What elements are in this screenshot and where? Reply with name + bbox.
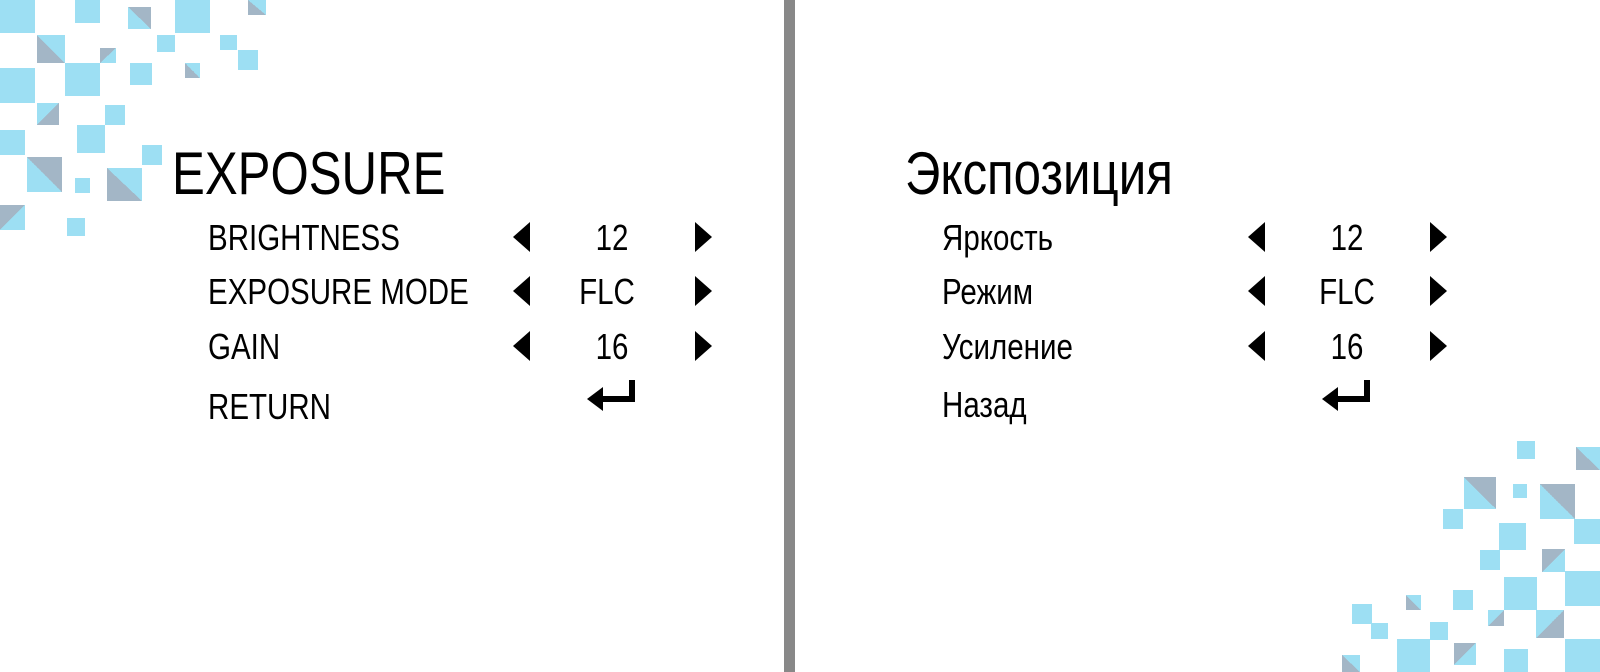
arrow-right-icon[interactable] <box>695 276 712 306</box>
decor-square <box>1513 484 1527 498</box>
arrow-right-icon[interactable] <box>1430 222 1447 252</box>
decor-square <box>1517 441 1535 459</box>
decor-square <box>1454 643 1476 665</box>
panel-divider <box>784 0 795 672</box>
menu-item-value: FLC <box>579 271 635 312</box>
decor-square <box>1453 590 1473 610</box>
menu-item-value: 12 <box>1330 217 1364 258</box>
arrow-left-icon[interactable] <box>1248 222 1265 252</box>
arrow-right-icon[interactable] <box>1430 276 1447 306</box>
menu-item-value: 16 <box>595 326 629 367</box>
arrow-right-icon[interactable] <box>695 331 712 361</box>
decor-square <box>27 157 62 192</box>
decor-square <box>0 130 25 155</box>
decor-square <box>1430 622 1448 640</box>
decor-square <box>1406 595 1421 610</box>
menu-item-label: Усиление <box>942 326 1073 367</box>
decor-square <box>75 0 100 23</box>
arrow-right-icon[interactable] <box>1430 331 1447 361</box>
arrow-left-icon[interactable] <box>1248 331 1265 361</box>
return-enter-icon[interactable] <box>1322 378 1372 414</box>
menu-item-value: FLC <box>1319 271 1375 312</box>
arrow-left-icon[interactable] <box>1248 276 1265 306</box>
decor-square <box>1504 577 1537 610</box>
menu-item-label: Яркость <box>942 217 1054 258</box>
arrow-right-icon[interactable] <box>695 222 712 252</box>
decor-square <box>37 103 59 125</box>
decor-square <box>142 145 162 165</box>
menu-item-label: RETURN <box>208 386 331 427</box>
arrow-left-icon[interactable] <box>513 331 530 361</box>
decor-square <box>1574 519 1600 544</box>
decor-square <box>1464 477 1496 509</box>
decor-square <box>37 35 65 63</box>
decor-square <box>77 125 105 153</box>
decor-square <box>65 63 100 96</box>
decor-square <box>1443 509 1463 529</box>
decor-square <box>248 0 266 15</box>
decor-square <box>1488 610 1504 626</box>
decor-square <box>1342 655 1360 672</box>
decor-square <box>1499 523 1526 550</box>
decor-square <box>1480 550 1500 570</box>
menu-item-label: Назад <box>942 384 1027 425</box>
decor-square <box>175 0 210 33</box>
decor-square <box>1504 649 1528 672</box>
decor-square <box>1540 484 1575 519</box>
decor-square <box>130 63 152 85</box>
decor-square <box>100 48 116 63</box>
decor-square <box>220 35 237 50</box>
decor-square <box>105 105 125 125</box>
decor-square <box>1542 549 1565 572</box>
decor-square <box>1576 447 1600 470</box>
menu-item-label: BRIGHTNESS <box>208 217 400 258</box>
decor-square <box>1371 623 1388 639</box>
decor-square <box>1536 610 1564 638</box>
decor-square <box>1565 571 1600 606</box>
decor-square <box>157 35 175 52</box>
decor-square <box>107 168 142 201</box>
decor-square <box>1565 639 1600 672</box>
decor-square <box>0 68 35 103</box>
decor-square <box>238 50 258 70</box>
decor-square <box>67 218 85 236</box>
arrow-left-icon[interactable] <box>513 276 530 306</box>
menu-item-label: EXPOSURE MODE <box>208 271 469 312</box>
decor-square <box>128 7 151 29</box>
decor-square <box>0 205 25 230</box>
decor-square <box>1397 639 1430 672</box>
decor-square <box>185 63 200 78</box>
menu-title: EXPOSURE <box>172 140 446 207</box>
menu-item-label: Режим <box>942 271 1034 312</box>
decor-square <box>75 178 90 193</box>
decor-square <box>0 0 35 33</box>
return-enter-icon[interactable] <box>587 378 637 414</box>
menu-title: Экспозиция <box>905 140 1173 207</box>
decor-square <box>1352 604 1372 624</box>
menu-item-label: GAIN <box>208 326 281 367</box>
menu-item-value: 12 <box>595 217 629 258</box>
arrow-left-icon[interactable] <box>513 222 530 252</box>
menu-item-value: 16 <box>1330 326 1364 367</box>
